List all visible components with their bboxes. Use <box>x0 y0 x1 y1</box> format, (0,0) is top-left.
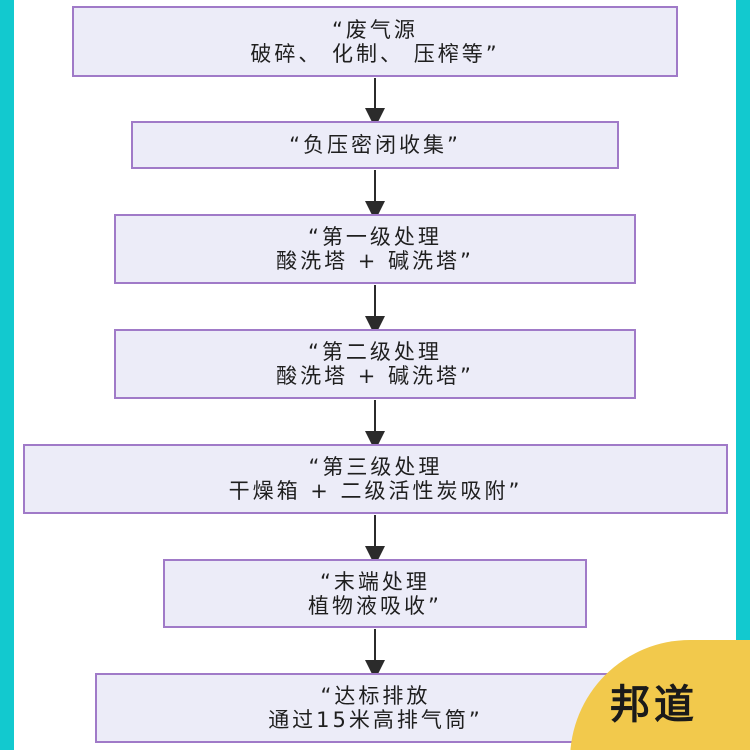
node-exhaust-source: “废气源 破碎、 化制、 压榨等” <box>72 6 678 77</box>
watermark-logo-text: 邦道 <box>610 682 698 728</box>
node-detail: 酸洗塔 + 碱洗塔” <box>276 364 474 388</box>
node-detail: 通过15米高排气筒” <box>268 708 483 732</box>
node-title: “第三级处理 <box>308 455 443 479</box>
node-detail: 破碎、 化制、 压榨等” <box>250 41 500 66</box>
node-detail: 酸洗塔 + 碱洗塔” <box>276 249 474 273</box>
node-first-stage: “第一级处理 酸洗塔 + 碱洗塔” <box>114 214 636 284</box>
node-title: “废气源 <box>332 17 418 42</box>
node-title: “末端处理 <box>320 569 430 594</box>
node-title: “达标排放 <box>320 684 431 708</box>
node-detail: 植物液吸收” <box>308 593 442 618</box>
node-title: “负压密闭收集” <box>289 133 461 157</box>
node-negative-pressure-collection: “负压密闭收集” <box>131 121 619 169</box>
node-title: “第一级处理 <box>308 225 442 249</box>
node-detail: 干燥箱 + 二级活性炭吸附” <box>228 479 523 503</box>
node-compliant-discharge: “达标排放 通过15米高排气筒” <box>95 673 656 743</box>
node-end-treatment: “末端处理 植物液吸收” <box>163 559 587 628</box>
node-third-stage: “第三级处理 干燥箱 + 二级活性炭吸附” <box>23 444 728 514</box>
node-second-stage: “第二级处理 酸洗塔 + 碱洗塔” <box>114 329 636 399</box>
node-title: “第二级处理 <box>308 340 442 364</box>
